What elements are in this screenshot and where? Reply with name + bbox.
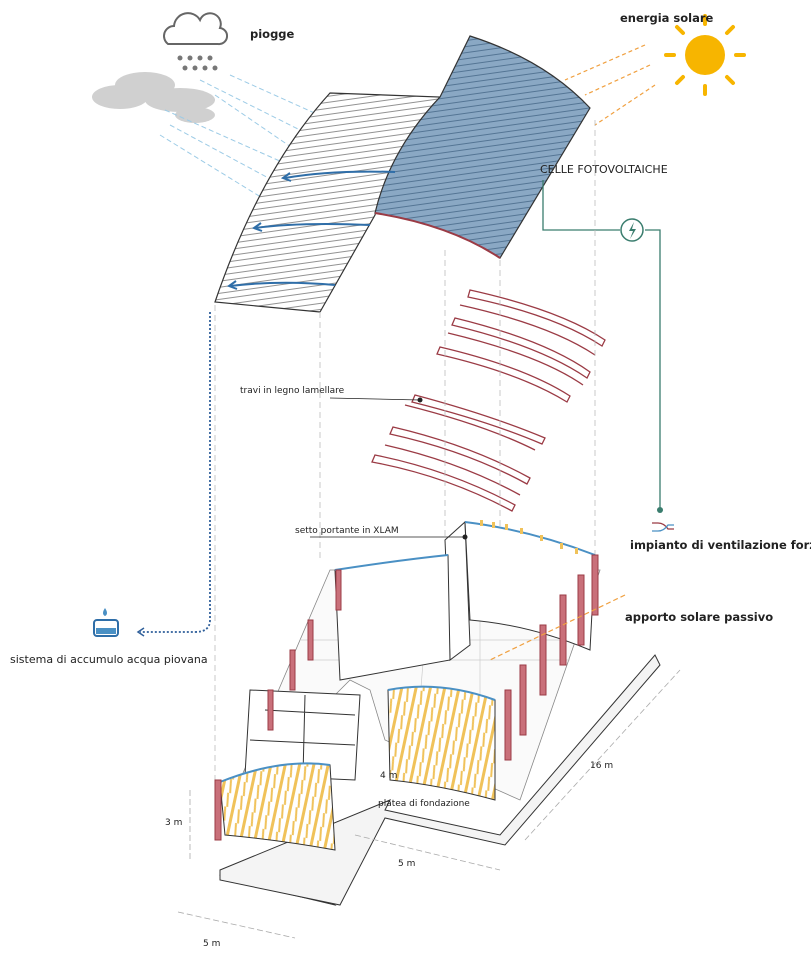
electric-line xyxy=(542,180,661,510)
dim-width-right: 5 m xyxy=(398,859,415,869)
sun-rays xyxy=(564,44,656,126)
water-tank-icon xyxy=(93,608,119,637)
rainwater-dotted-line xyxy=(140,312,211,633)
foundation-label: platea di fondazione xyxy=(378,799,470,809)
wall-top-blue xyxy=(334,554,449,571)
rainwater-label: sistema di accumulo acqua piovana xyxy=(10,653,208,666)
pv-cells-label: CELLE FOTOVOLTAICHE xyxy=(540,163,668,176)
beams-label: travi in legno lamellare xyxy=(240,386,345,396)
dimension-lines xyxy=(177,669,681,939)
dim-width-left: 5 m xyxy=(203,939,220,949)
ventilation-label: impianto di ventilazione forzata xyxy=(630,538,811,552)
dim-inner-width: 4 m xyxy=(380,771,397,781)
window-frames xyxy=(214,554,599,841)
rain-label: piogge xyxy=(250,27,295,41)
timber-beams xyxy=(371,289,606,512)
arrow-left-icon xyxy=(136,627,145,637)
wall-top-blue xyxy=(464,521,596,556)
passive-solar-arrow xyxy=(489,594,626,661)
beams-leader-line xyxy=(329,397,421,401)
dim-length: 16 m xyxy=(590,761,613,771)
xlam-wall-label: setto portante in XLAM xyxy=(295,526,399,536)
lightning-icon xyxy=(620,218,644,242)
dim-height: 3 m xyxy=(165,818,182,828)
cloud-rain-icon xyxy=(163,12,229,71)
ventilation-connector-dot xyxy=(657,507,663,513)
timber-facade-panels xyxy=(219,685,496,851)
roof-photovoltaic xyxy=(374,35,591,259)
grey-cloud xyxy=(92,72,215,123)
solar-energy-label: energia solare xyxy=(620,11,714,25)
xlam-leader-dot xyxy=(462,534,468,540)
sun-icon xyxy=(664,14,746,96)
beams-leader-dot xyxy=(417,397,423,403)
water-flow-arrows xyxy=(226,170,396,290)
ventilation-icon xyxy=(652,522,674,532)
passive-solar-label: apporto solare passivo xyxy=(625,610,773,624)
roof-timber-ends xyxy=(480,520,578,554)
